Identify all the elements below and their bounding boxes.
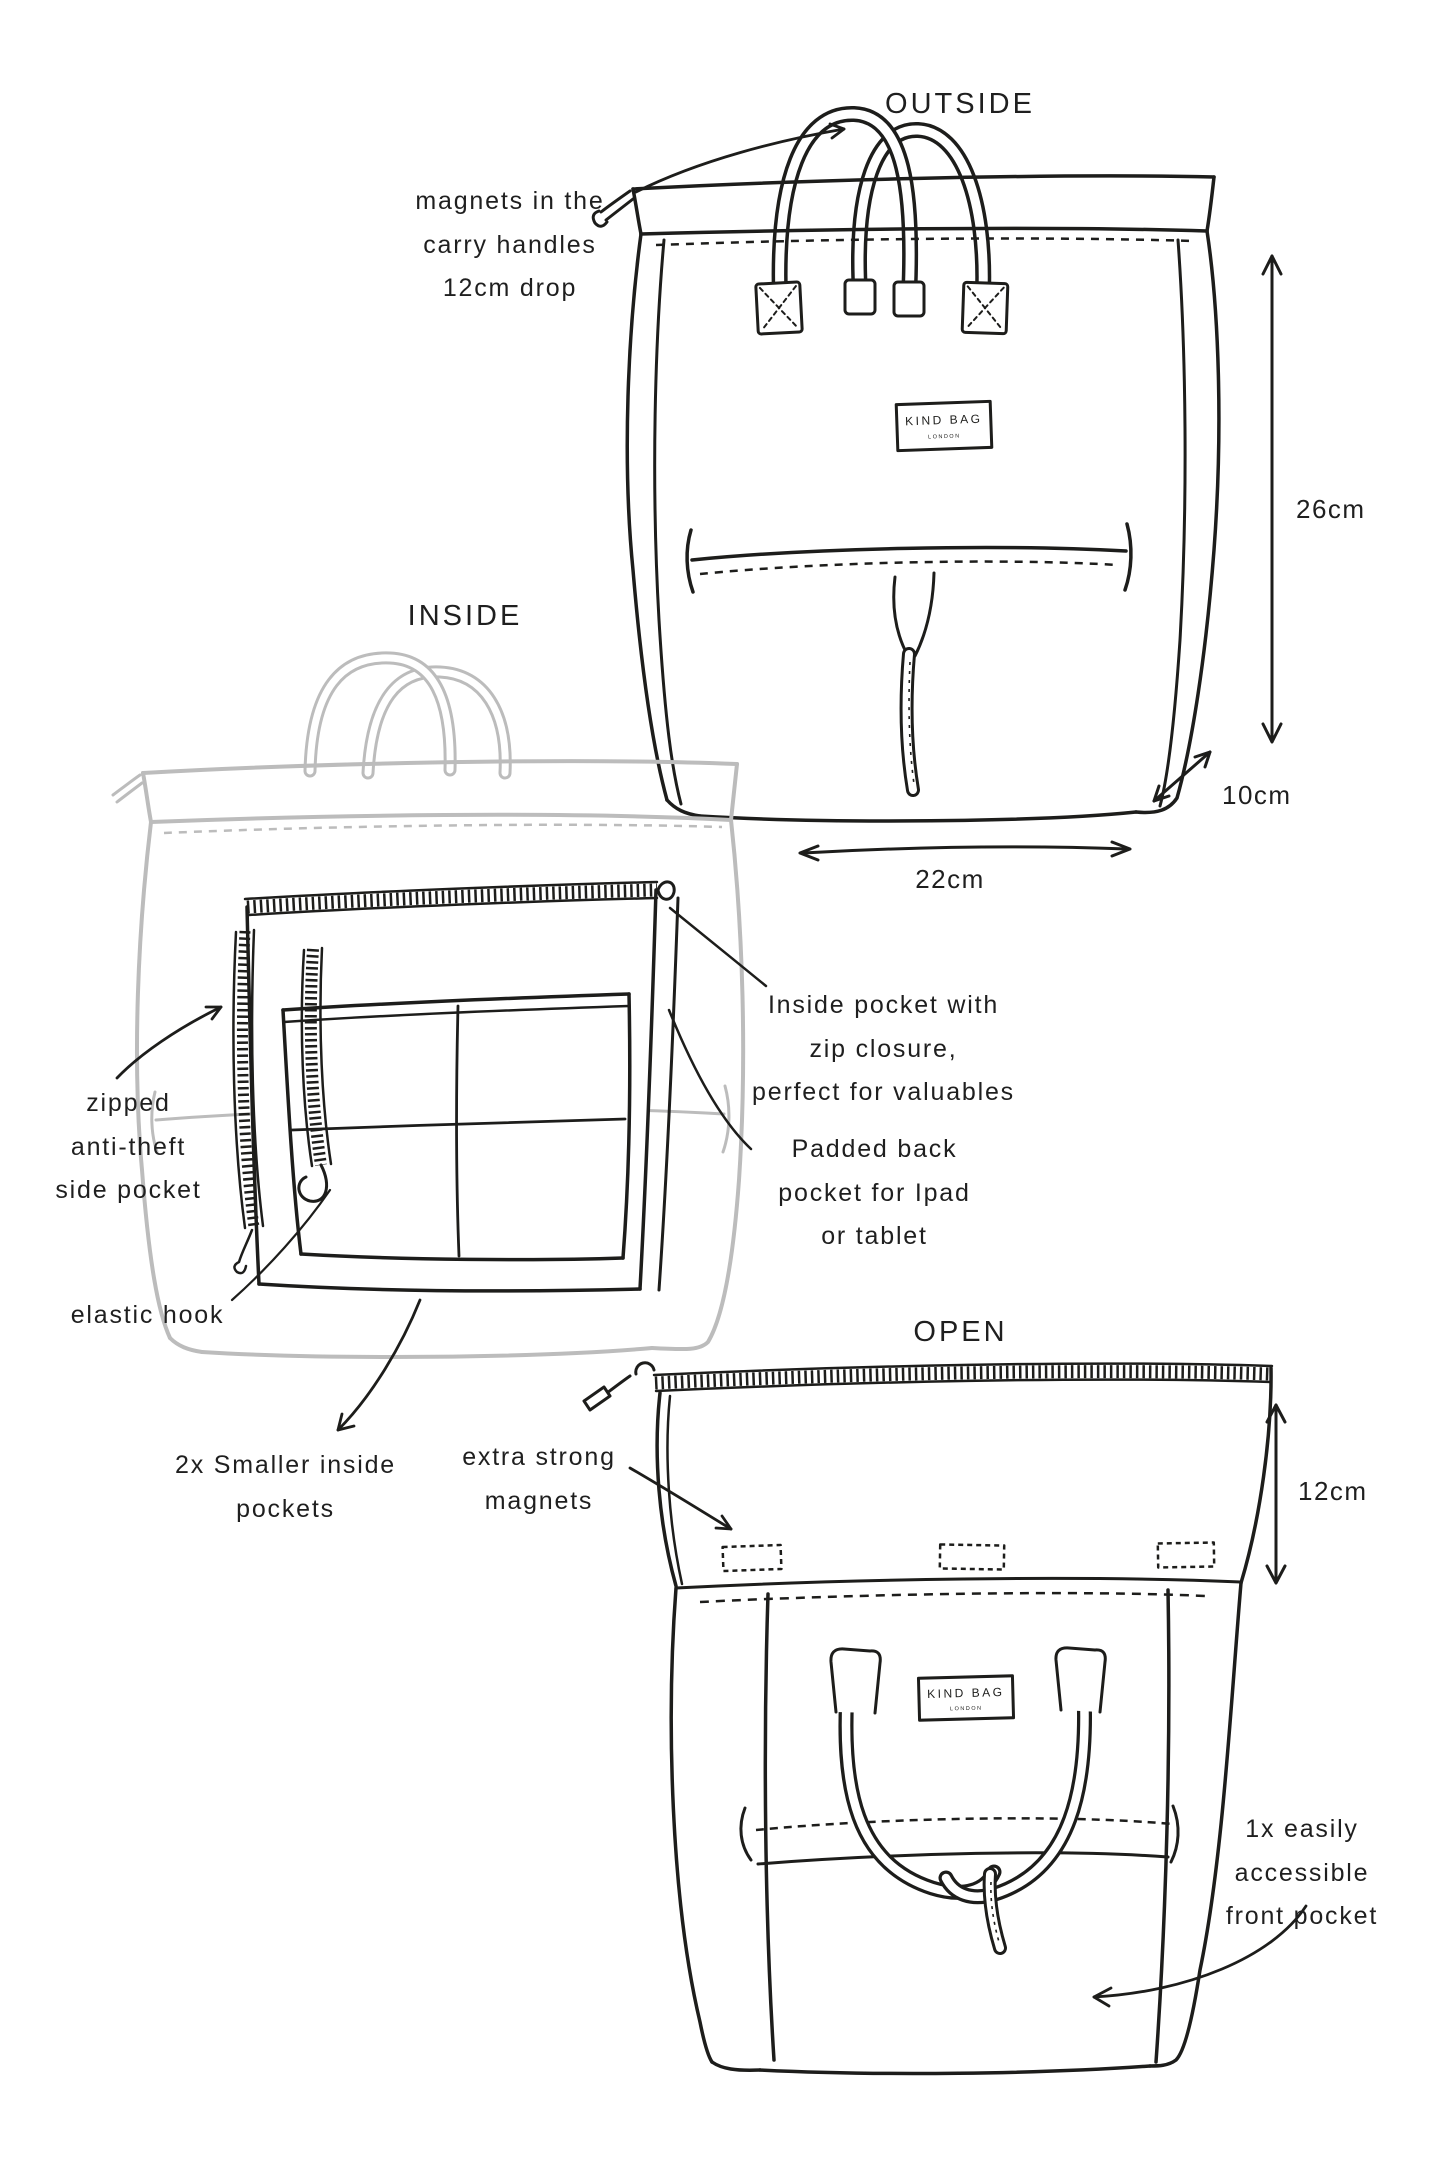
- note-line: zipped: [86, 1089, 171, 1117]
- outside-bag-drawing: KIND BAG LONDON: [591, 105, 1221, 823]
- note-line: magnets in the: [415, 187, 605, 215]
- handle-tab-right: [1054, 1646, 1107, 1714]
- note-line: accessible: [1234, 1858, 1370, 1887]
- dim-label-depth: 10cm: [1222, 780, 1292, 810]
- dim-label-flap: 12cm: [1298, 1476, 1368, 1506]
- open-front-pocket-stitch: [755, 1817, 1173, 1832]
- side-zip-strip: [232, 928, 265, 1275]
- width-arrow-22cm: [798, 840, 1132, 862]
- dim-label-width: 22cm: [915, 864, 985, 894]
- stitch-line: [655, 237, 1195, 247]
- dimension-arrows: [798, 254, 1287, 1585]
- dim-label-height: 26cm: [1296, 494, 1366, 524]
- padded-back-panel: [657, 896, 680, 1292]
- arrow-front-pocket: [1092, 1904, 1308, 2008]
- gusset-seam-right: [1154, 1588, 1171, 2064]
- side-gusset-right: [1158, 238, 1187, 808]
- note-magnets-handles: magnets in the carry handles 12cm drop: [365, 180, 655, 311]
- handle-tab-left: [829, 1647, 882, 1715]
- note-line: carry handles: [423, 230, 597, 259]
- depth-arrow-10cm: [1152, 750, 1212, 803]
- note-line: perfect for valuables: [752, 1078, 1015, 1106]
- note-side-pocket: zipped anti-theft side pocket: [26, 1082, 231, 1213]
- note-line: pocket for Ipad: [778, 1178, 971, 1207]
- brand-name: KIND BAG: [905, 412, 983, 429]
- front-pocket-edge: [690, 545, 1128, 562]
- note-line: or tablet: [821, 1222, 928, 1250]
- note-zip-pocket: Inside pocket with zip closure, perfect …: [736, 984, 1031, 1115]
- gusset-seam-left: [763, 1592, 776, 2062]
- ghost-bag-outline: [111, 651, 746, 1359]
- height-arrow-26cm: [1261, 254, 1283, 744]
- note-line: Padded back: [791, 1135, 958, 1163]
- note-padded-pocket: Padded back pocket for Ipad or tablet: [732, 1128, 1017, 1259]
- line-padded-pocket: [667, 1008, 753, 1151]
- note-small-pockets: 2x Smaller inside pockets: [148, 1444, 423, 1531]
- magnet-patches: [721, 1541, 1216, 1573]
- brand-name: KIND BAG: [927, 1685, 1005, 1701]
- outside-title: OUTSIDE: [885, 88, 1035, 120]
- elastic-hook-icon: [297, 1163, 329, 1203]
- elastic-strap: [297, 946, 333, 1203]
- inner-pockets: [281, 992, 632, 1262]
- line-elastic-hook: [230, 1188, 332, 1302]
- note-line: front pocket: [1225, 1902, 1379, 1930]
- arrow-small-pockets: [336, 1298, 422, 1432]
- handle-patch-right: [960, 280, 1010, 336]
- line-zip-pocket: [668, 906, 768, 988]
- flap-arrow-12cm: [1265, 1403, 1287, 1585]
- arrow-strong-magnets: [628, 1466, 733, 1531]
- note-line: Inside pocket with: [767, 991, 1000, 1019]
- inside-zip-band: [243, 880, 659, 901]
- note-line: side pocket: [55, 1176, 202, 1204]
- open-bag-drawing: KIND BAG LONDON: [582, 1361, 1274, 2076]
- annotation-arrows: [115, 122, 1308, 2008]
- drawcord: [892, 575, 910, 658]
- note-line: 1x easily: [1245, 1815, 1359, 1843]
- note-line: magnets: [484, 1486, 594, 1515]
- note-line: extra strong: [462, 1443, 616, 1471]
- zipper-pull-icon: [591, 189, 635, 228]
- bag-body-outline: [625, 232, 669, 802]
- handle-patch-left: [754, 280, 804, 336]
- open-zipper-pull-icon: [582, 1361, 656, 1412]
- note-line: 12cm drop: [442, 274, 578, 302]
- inside-zip-pull: [656, 880, 676, 901]
- arrow-magnets-to-handles: [634, 122, 846, 194]
- rolltop-band: [631, 174, 1216, 191]
- inside-title: INSIDE: [407, 600, 523, 632]
- note-line: anti-theft: [70, 1132, 187, 1161]
- note-front-pocket: 1x easily accessible front pocket: [1158, 1808, 1445, 1939]
- note-line: pockets: [236, 1494, 335, 1523]
- brand-city: LONDON: [950, 1706, 983, 1713]
- brand-label-open: KIND BAG LONDON: [916, 1674, 1016, 1722]
- note-elastic-hook: elastic hook: [70, 1301, 225, 1329]
- open-zipper-teeth: [654, 1365, 1272, 1390]
- note-line: zip closure,: [809, 1034, 958, 1063]
- arrow-side-pocket: [115, 1005, 223, 1080]
- bag-interior: [232, 880, 680, 1294]
- inside-view-drawing: [111, 651, 746, 1359]
- note-line: 2x Smaller inside: [175, 1451, 396, 1479]
- brand-label: KIND BAG LONDON: [894, 399, 994, 453]
- note-strong-magnets: extra strong magnets: [418, 1436, 660, 1523]
- side-gusset-left: [653, 238, 683, 806]
- open-title: OPEN: [913, 1316, 1008, 1348]
- brand-city: LONDON: [928, 433, 961, 440]
